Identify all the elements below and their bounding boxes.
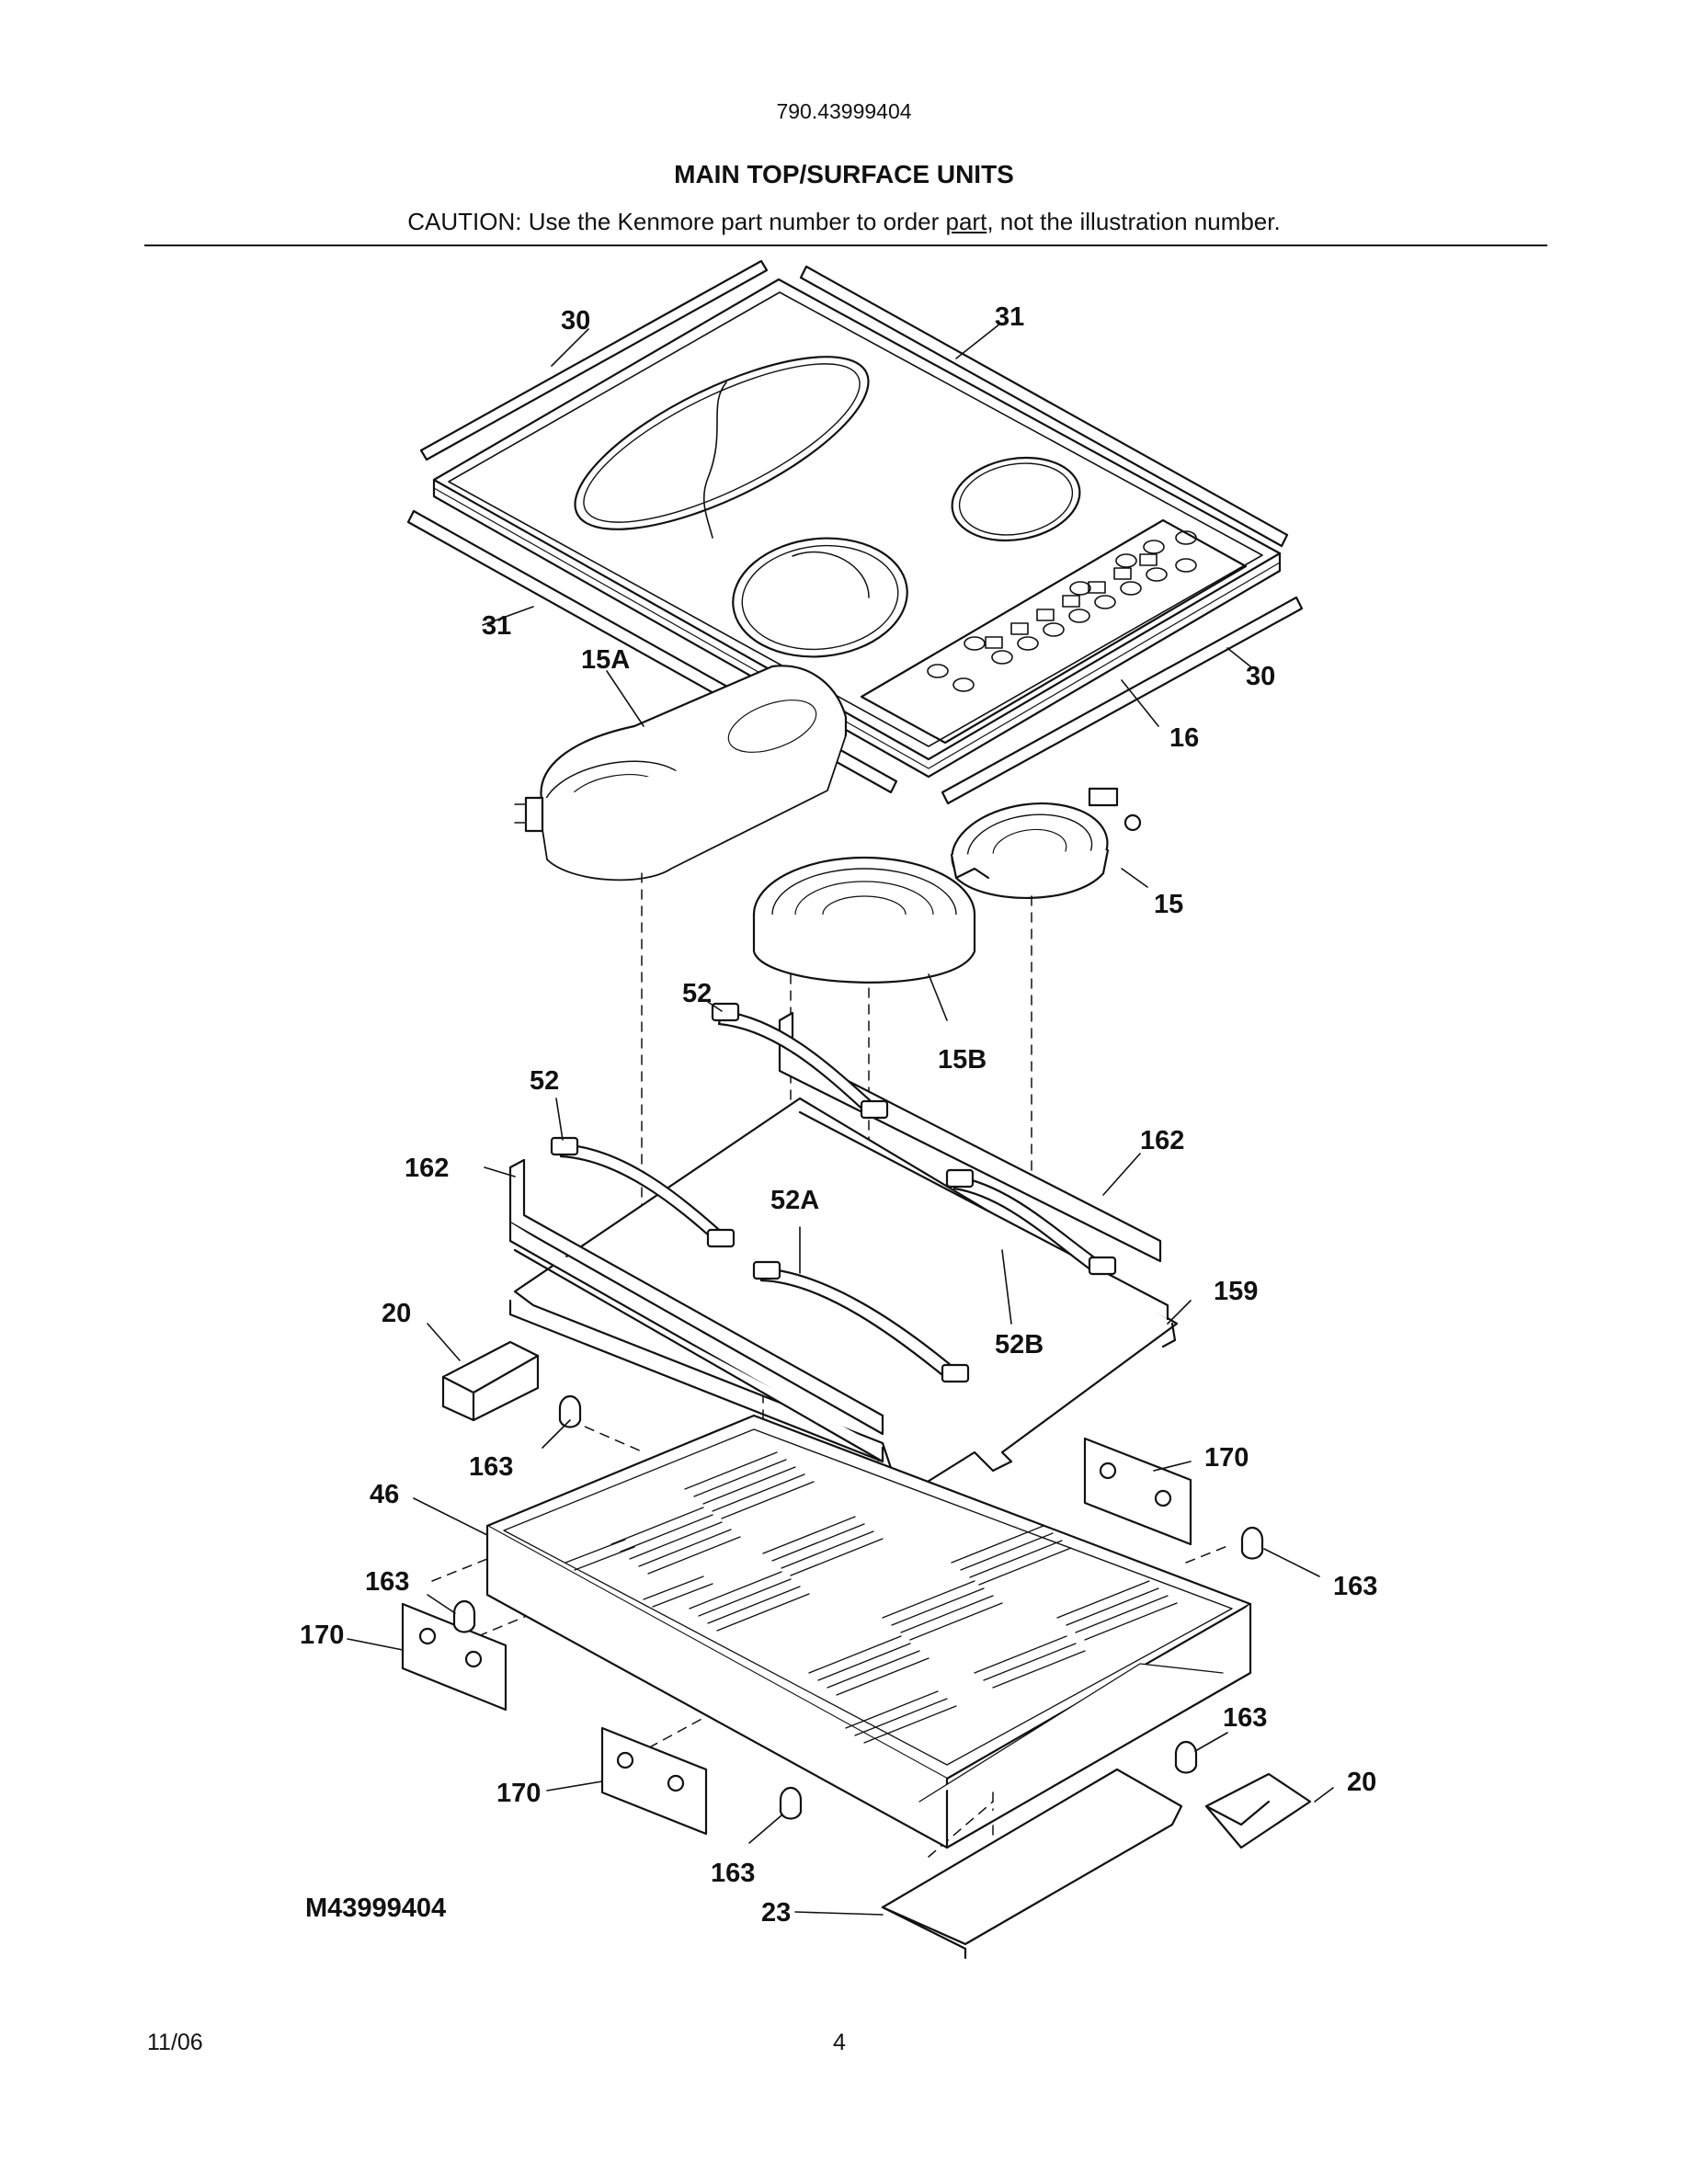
model-number: 790.43999404 [776, 99, 912, 123]
callout-52a: 52A [770, 1186, 819, 1215]
page-number: 4 [833, 2030, 846, 2055]
large-element-15b [752, 856, 990, 984]
callout-170-right: 170 [1204, 1443, 1249, 1473]
bracket-162-back [778, 1011, 1169, 1321]
callout-162-right: 162 [1140, 1126, 1184, 1155]
callout-52-left: 52 [530, 1066, 559, 1096]
callout-31-top: 31 [995, 302, 1024, 332]
callout-31-left: 31 [482, 611, 511, 641]
covers-20 [441, 1340, 1312, 1849]
callout-46: 46 [370, 1480, 399, 1509]
bracket-162-front [508, 1158, 884, 1463]
caution-note: CAUTION: Use the Kenmore part number to … [0, 208, 1688, 236]
footer-date: 11/06 [147, 2030, 203, 2055]
callout-170-left: 170 [300, 1621, 344, 1650]
callout-163-right: 163 [1333, 1572, 1377, 1601]
spacers-163 [452, 1394, 1264, 1820]
leader-lines [347, 323, 1334, 1916]
burner-box-46 [485, 1414, 1252, 1849]
callout-20-left: 20 [382, 1299, 411, 1328]
callout-52-upper: 52 [682, 979, 712, 1008]
callout-labels: 30 31 31 15A 30 16 15 52 15B 52 162 162 … [300, 302, 1377, 1928]
header-rule [144, 245, 1547, 246]
callout-52b: 52B [995, 1330, 1044, 1359]
callout-15a: 15A [581, 645, 630, 675]
callout-163-bottom: 163 [711, 1859, 755, 1888]
callout-20-right: 20 [1347, 1768, 1376, 1797]
callout-170-bottom: 170 [496, 1779, 541, 1808]
support-straps [550, 1002, 1117, 1383]
small-element-15 [950, 787, 1142, 899]
callout-16: 16 [1169, 723, 1199, 753]
diagram-code: M43999404 [305, 1894, 447, 1923]
caution-underlined: part [945, 208, 987, 235]
caution-suffix: , not the illustration number. [987, 208, 1281, 235]
callout-15: 15 [1154, 890, 1183, 919]
bottom-panel-23 [881, 1768, 1183, 1960]
cooktop-glass [432, 278, 1282, 779]
callout-163-lower-right: 163 [1223, 1703, 1267, 1733]
bridge-element-15a [514, 665, 848, 882]
page-title: MAIN TOP/SURFACE UNITS [674, 160, 1014, 188]
callout-163-left: 163 [365, 1567, 409, 1597]
callout-162-left: 162 [405, 1154, 449, 1183]
side-brackets-170 [401, 1437, 1192, 1836]
caution-prefix: CAUTION: Use the Kenmore part number to … [407, 208, 946, 235]
callout-163-upper-left: 163 [469, 1452, 513, 1482]
callout-30-top: 30 [561, 306, 590, 336]
callout-30-right: 30 [1246, 662, 1275, 691]
callout-159: 159 [1214, 1277, 1258, 1306]
callout-15b: 15B [938, 1045, 987, 1075]
callout-23: 23 [761, 1898, 791, 1928]
